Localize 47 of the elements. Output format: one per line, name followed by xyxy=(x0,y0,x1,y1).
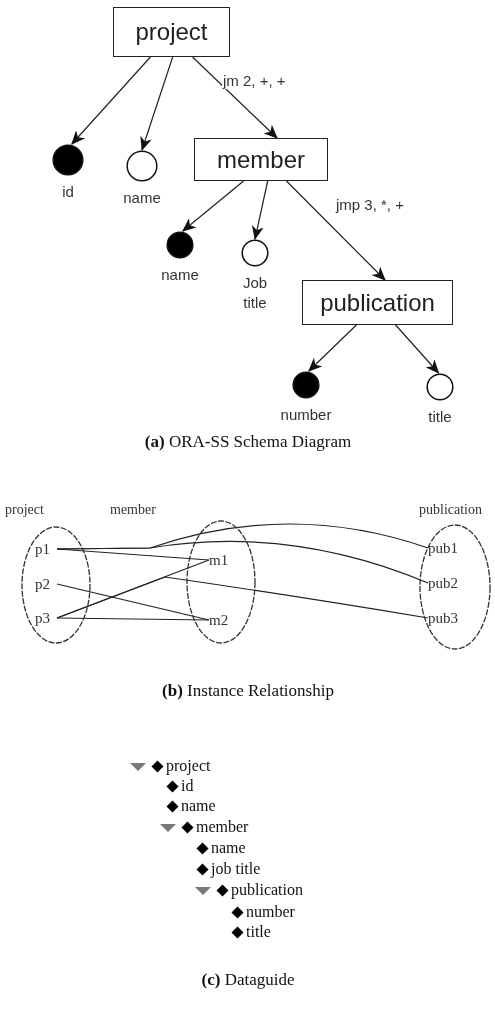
subfigure-caption: (c) Dataguide xyxy=(201,970,295,990)
instance-label: p2 xyxy=(35,575,57,593)
instance-label: p3 xyxy=(35,609,57,627)
entity-box: member xyxy=(194,138,328,181)
tree-item-label: member xyxy=(196,818,249,836)
attribute-label: title xyxy=(428,407,452,427)
attribute-label: number xyxy=(280,405,332,425)
set-heading: publication xyxy=(419,502,482,518)
tree-item-label: id xyxy=(181,777,194,795)
entity-box: project xyxy=(113,7,230,57)
arrow xyxy=(191,56,278,139)
instance-label: m2 xyxy=(209,611,231,629)
instance-label: pub2 xyxy=(428,574,460,592)
edge-label: jmp 3, *, + xyxy=(335,196,405,213)
set-heading: project xyxy=(5,502,44,518)
attribute-label: name xyxy=(161,265,199,285)
tree-item-label: project xyxy=(166,757,211,775)
instance-label: pub3 xyxy=(428,609,460,627)
arrow xyxy=(140,56,174,151)
arrow xyxy=(395,324,440,374)
attribute-label: name xyxy=(123,188,161,208)
set-ellipse xyxy=(2,502,94,647)
instance-label: m1 xyxy=(209,551,231,569)
arrow xyxy=(285,180,386,281)
arrow xyxy=(308,324,357,372)
arrow xyxy=(251,180,269,240)
tree-item-label: name xyxy=(211,839,246,857)
connector-line xyxy=(56,617,210,621)
tree-item-label: publication xyxy=(231,881,303,899)
arrow xyxy=(71,56,152,145)
tree-item-label: number xyxy=(246,903,295,921)
entity-box: publication xyxy=(302,280,453,325)
tree-item-label: name xyxy=(181,797,216,815)
subfigure-caption: (b) Instance Relationship xyxy=(162,681,334,701)
attribute-label: Job title xyxy=(241,273,269,312)
instance-label: pub1 xyxy=(428,539,460,557)
set-ellipse xyxy=(108,502,258,647)
edge-label: jm 2, +, + xyxy=(222,72,287,89)
set-heading: member xyxy=(110,502,156,518)
subfigure-caption: (a) ORA-SS Schema Diagram xyxy=(144,432,352,452)
connector-line xyxy=(56,540,429,584)
connector-line xyxy=(56,576,429,619)
tree-item-label: title xyxy=(246,923,271,941)
arrow xyxy=(182,180,245,232)
tree-item-label: job title xyxy=(211,860,261,878)
attribute-label: id xyxy=(62,182,74,202)
instance-label: p1 xyxy=(35,540,57,558)
